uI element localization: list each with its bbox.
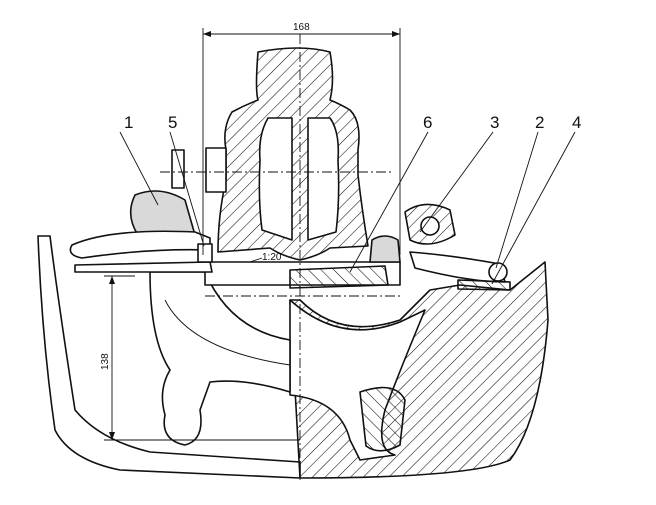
insert-shoulder [359, 386, 406, 452]
leader-5 [169, 131, 205, 247]
leader-2 [495, 131, 539, 269]
leader-3 [419, 131, 494, 233]
bolt-head [171, 149, 185, 189]
label-part-5: 5 [168, 113, 177, 132]
dim-168-text: 168 [293, 22, 310, 33]
clip-2-eye [488, 262, 508, 282]
label-part-2: 2 [535, 113, 544, 132]
clip-1-body [129, 190, 196, 236]
dim-138-arrow-top [109, 276, 115, 284]
left-shoulder [149, 271, 291, 446]
label-part-6: 6 [423, 113, 432, 132]
dim-138-arrow-bottom [109, 432, 115, 440]
left-baseplate [74, 261, 213, 273]
dim-168-arrow-right [392, 31, 400, 37]
bolt-nut [205, 147, 227, 193]
slope-arrow [249, 257, 263, 263]
dim-138-text: 138 [100, 353, 111, 370]
label-part-1: 1 [124, 113, 133, 132]
leader-6 [349, 131, 429, 273]
tension-clamp-5 [197, 243, 213, 263]
dim-168-arrow-left [203, 31, 211, 37]
elastic-pad-6 [289, 265, 389, 289]
label-part-4: 4 [572, 113, 581, 132]
clip-1-arm [69, 230, 211, 259]
rail-web [258, 117, 293, 241]
rail [217, 47, 369, 261]
clamp-3-bolt [420, 216, 440, 236]
slope-text: 1:20 [262, 252, 282, 263]
clip-toe [369, 235, 401, 263]
label-part-3: 3 [490, 113, 499, 132]
leader-4 [491, 131, 576, 285]
insulator-4 [457, 279, 511, 291]
leader-1 [119, 131, 159, 206]
shoulder-anchor-groove [164, 299, 291, 366]
rail-web-right [307, 117, 340, 241]
